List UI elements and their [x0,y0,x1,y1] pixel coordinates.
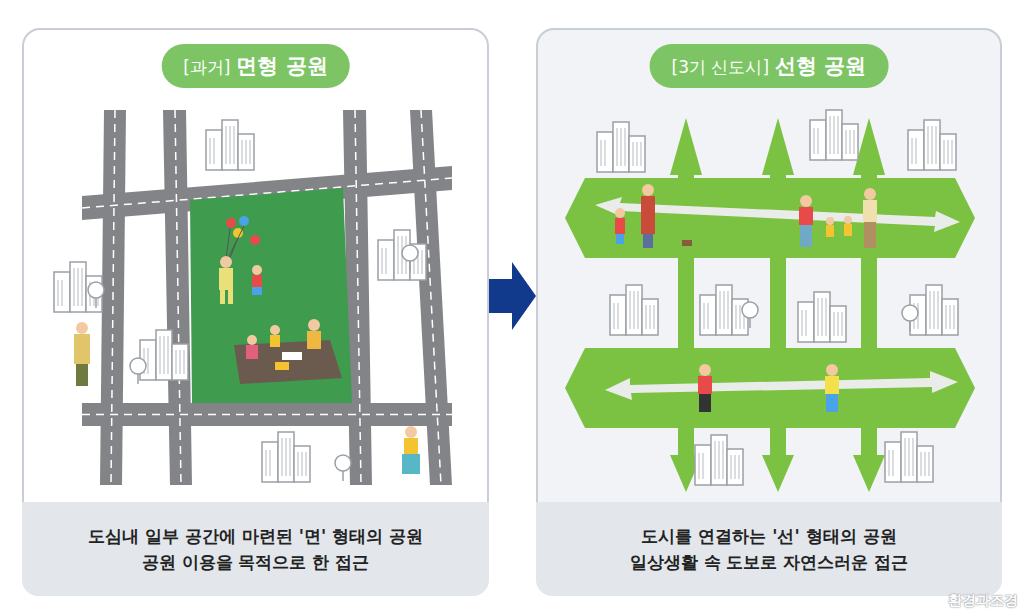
heading-title: 선형 공원 [775,54,866,78]
caption-line: 도심내 일부 공간에 마련된 '면' 형태의 공원 [88,523,423,549]
caption-band: 도심내 일부 공간에 마련된 '면' 형태의 공원공원 이용을 목적으로 한 접… [22,502,489,596]
caption-line: 공원 이용을 목적으로 한 접근 [142,549,370,575]
heading-title: 면형 공원 [236,54,327,78]
heading-pill: [3기 신도시] 선형 공원 [650,44,889,88]
heading-tag: [과거] [183,57,230,77]
heading-tag: [3기 신도시] [672,57,769,77]
caption-line: 일상생활 속 도보로 자연스러운 접근 [630,549,909,575]
watermark: 환경과조경 [948,592,1018,610]
panel: [3기 신도시] 선형 공원도시를 연결하는 '선' 형태의 공원일상생활 속 도… [536,28,1002,594]
panel: [과거] 면형 공원도심내 일부 공간에 마련된 '면' 형태의 공원공원 이용을… [22,28,489,594]
heading-pill: [과거] 면형 공원 [161,44,350,88]
caption-line: 도시를 연결하는 '선' 형태의 공원 [641,523,896,549]
caption-band: 도시를 연결하는 '선' 형태의 공원일상생활 속 도보로 자연스러운 접근 [536,502,1002,596]
flow-arrow [489,262,536,330]
